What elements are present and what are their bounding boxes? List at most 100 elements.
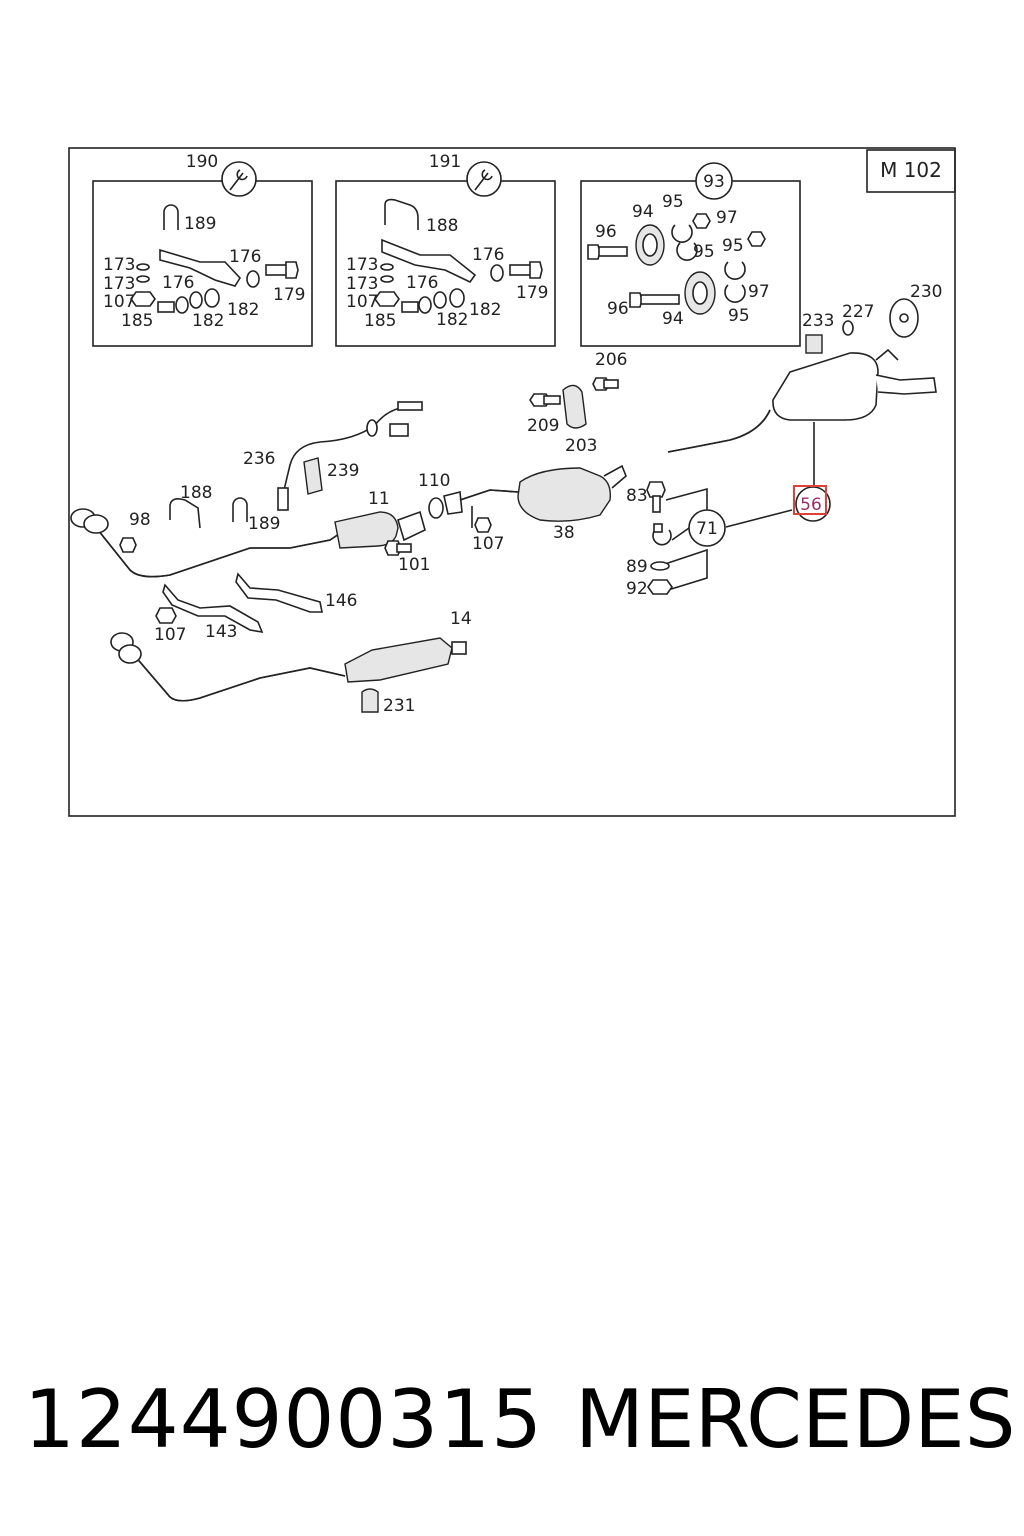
flange-gasket-part <box>428 497 444 519</box>
highlighted-part-callout: 56 <box>793 485 831 522</box>
oxygen-sensor-part <box>277 401 423 511</box>
part-label: 110 <box>418 471 450 491</box>
bolt-part <box>157 288 220 314</box>
kit-id-circle-93: 93 <box>695 162 733 200</box>
highlighted-part-label: 56 <box>800 495 822 515</box>
clamp-part <box>724 261 746 303</box>
part-label: 89 <box>626 557 648 577</box>
part-label: 188 <box>180 483 212 503</box>
kit-box-191: 191 188 176 173 173 176 179 107 185 182 … <box>335 152 556 347</box>
part-label: 71 <box>696 519 718 539</box>
part-label: 236 <box>243 449 275 469</box>
part-label: 173 <box>103 255 135 275</box>
bracket-part <box>162 583 264 634</box>
part-label: 233 <box>802 311 834 331</box>
part-label: 96 <box>595 222 617 242</box>
part-label: 92 <box>626 579 648 599</box>
kit-id-93: 93 <box>703 172 725 192</box>
intermediate-pipe-part <box>459 489 519 501</box>
bolt-part <box>119 537 137 553</box>
flange-gasket-part <box>889 298 919 338</box>
bolt-part <box>401 288 465 314</box>
clamp-kit-callout: 71 <box>664 487 726 591</box>
engine-code-label: M 102 <box>880 158 942 182</box>
exhaust-parts-diagram: M 102 190 189 176 173 173 176 179 107 18… <box>68 147 956 817</box>
part-label: 143 <box>205 622 237 642</box>
leader-line <box>725 509 793 528</box>
bolt-part <box>587 244 628 260</box>
part-label: 98 <box>129 510 151 530</box>
part-label: 96 <box>607 299 629 319</box>
rear-muffler-part <box>667 348 937 453</box>
center-muffler-part <box>517 464 627 522</box>
part-label: 95 <box>662 192 684 212</box>
engine-code-box: M 102 <box>866 149 956 193</box>
part-label: 173 <box>103 274 135 294</box>
washer-part <box>136 263 150 283</box>
nut-part <box>692 213 711 229</box>
part-number: 1244900315 <box>24 1373 543 1466</box>
nut-part <box>130 291 156 307</box>
nut-part <box>747 231 766 247</box>
bracket-part <box>159 248 242 287</box>
part-caption: 1244900315 MERCEDES <box>0 1360 1024 1480</box>
part-label: 176 <box>472 245 504 265</box>
hanger-part <box>384 198 419 230</box>
rubber-buffer-part <box>805 334 823 354</box>
part-label: 173 <box>346 255 378 275</box>
clamp-part <box>652 523 672 546</box>
front-pipe-lower-part <box>110 632 346 702</box>
hanger-part <box>169 498 201 529</box>
rubber-mount-part <box>361 688 379 713</box>
part-label: 95 <box>722 236 744 256</box>
nut-part <box>155 607 177 624</box>
clamp-part <box>671 224 698 261</box>
hanger-mount-part <box>529 377 619 429</box>
part-label: 182 <box>436 310 468 330</box>
part-label: 189 <box>248 514 280 534</box>
part-label: 230 <box>910 282 942 302</box>
kit-id-191: 191 <box>429 152 461 172</box>
kit-box-190: 190 189 176 173 173 176 179 107 185 182 … <box>92 152 313 347</box>
part-label: 176 <box>162 273 194 293</box>
part-label: 185 <box>364 311 396 331</box>
part-label: 146 <box>325 591 357 611</box>
part-label: 107 <box>346 292 378 312</box>
washer-part <box>650 561 670 571</box>
catalytic-converter-part <box>334 510 426 549</box>
part-label: 14 <box>450 609 472 629</box>
bolt-part <box>265 261 299 279</box>
part-label: 95 <box>693 242 715 262</box>
brand-name: MERCEDES <box>575 1373 1016 1466</box>
rubber-mount-part <box>684 271 716 315</box>
part-label: 95 <box>728 306 750 326</box>
part-label: 94 <box>662 309 684 329</box>
part-label: 185 <box>121 311 153 331</box>
part-label: 188 <box>426 216 458 236</box>
part-label: 107 <box>472 534 504 554</box>
part-label: 97 <box>748 282 770 302</box>
part-label: 94 <box>632 202 654 222</box>
part-label: 107 <box>154 625 186 645</box>
part-label: 189 <box>184 214 216 234</box>
kit-id-190: 190 <box>186 152 218 172</box>
part-label: 101 <box>398 555 430 575</box>
front-pipe-part <box>70 508 346 578</box>
diagram-frame <box>68 147 956 817</box>
wrench-icon <box>221 161 257 197</box>
rubber-mount-part <box>635 224 665 266</box>
part-label: 182 <box>192 311 224 331</box>
washer-part <box>380 263 394 283</box>
part-label: 83 <box>626 486 648 506</box>
kit-box-93: 93 95 94 97 96 95 95 97 96 94 95 <box>580 162 801 347</box>
part-label: 176 <box>229 247 261 267</box>
part-label: 107 <box>103 292 135 312</box>
nut-part <box>647 579 673 595</box>
flange-part <box>443 490 463 515</box>
part-label: 179 <box>273 285 305 305</box>
part-label: 209 <box>527 416 559 436</box>
catalytic-converter-lower-part <box>344 637 467 683</box>
part-label: 203 <box>565 436 597 456</box>
part-label: 231 <box>383 696 415 716</box>
part-label: 182 <box>469 300 501 320</box>
